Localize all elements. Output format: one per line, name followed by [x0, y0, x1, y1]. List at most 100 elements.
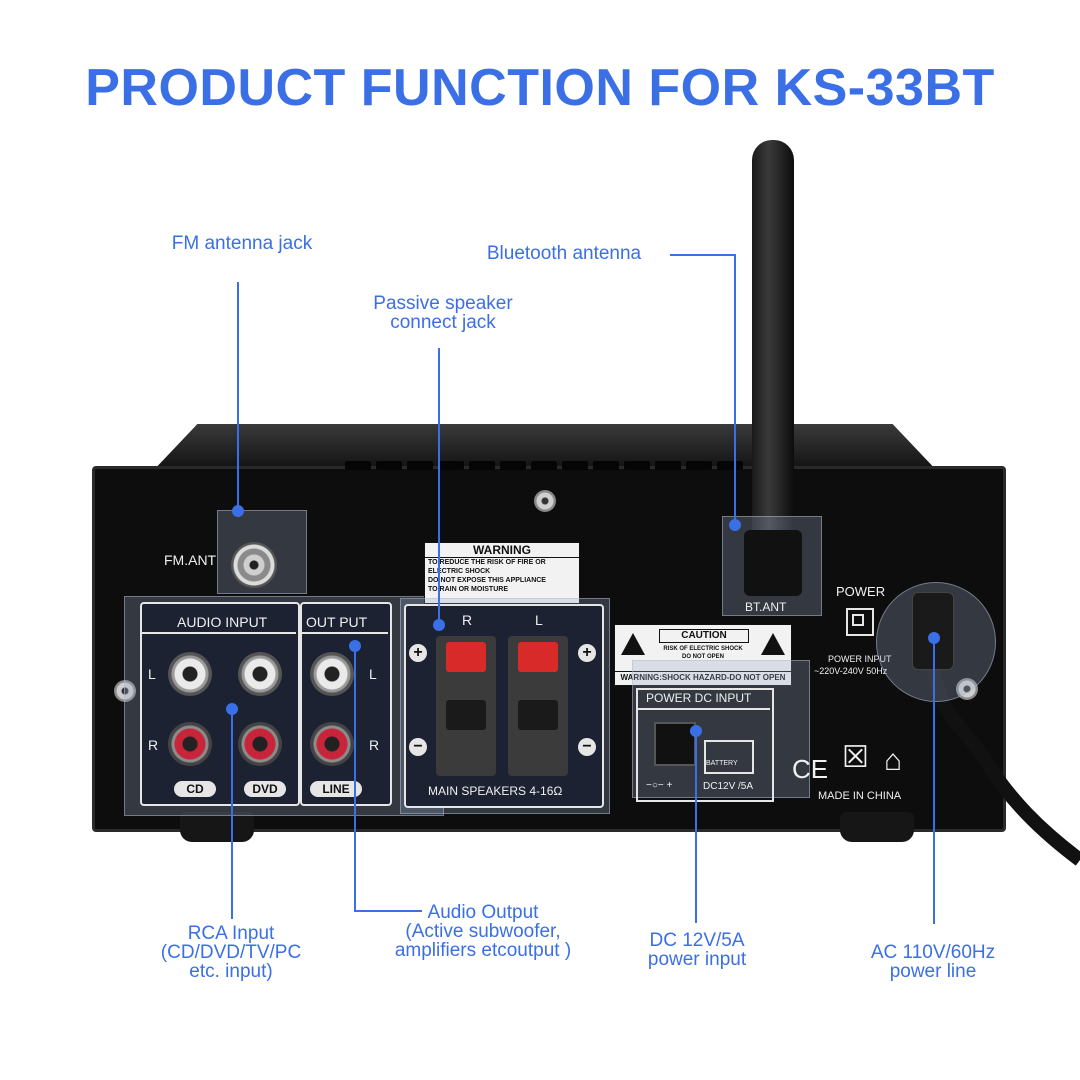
rubber-foot [180, 812, 254, 842]
ce-mark-icon: CE [792, 754, 829, 784]
vent-slot [469, 461, 495, 470]
screw-icon [114, 680, 136, 702]
callout-text: RCA Input [187, 923, 275, 944]
power-input-label: POWER INPUT [828, 654, 892, 664]
bt-ant-label: BT.ANT [745, 600, 787, 614]
page-title: PRODUCT FUNCTION FOR KS-33BT [85, 59, 995, 117]
callout-text: power line [889, 961, 977, 982]
power-label: POWER [836, 584, 886, 599]
vent-slot [376, 461, 402, 470]
callout-line [933, 638, 935, 924]
line-label: LINE [310, 781, 362, 797]
bt-antenna-callout: Bluetooth antenna [464, 244, 664, 263]
vent-slot [500, 461, 526, 470]
battery-label: BATTERY [706, 760, 738, 767]
caution-footer: WARNING:SHOCK HAZARD-DO NOT OPEN [615, 671, 791, 684]
left-channel-label: L [148, 666, 156, 682]
callout-text: Bluetooth antenna [486, 243, 642, 264]
audio-input-label: AUDIO INPUT [177, 614, 268, 630]
caution-title: CAUTION [659, 629, 749, 643]
callout-text: amplifiers etcoutput ) [394, 940, 572, 961]
power-rating-label: ~220V-240V 50Hz [814, 666, 888, 676]
red-clip-left[interactable] [518, 642, 558, 672]
polarity-symbol: −○− + [646, 780, 673, 791]
warning-line: TO RAIN OR MOISTURE [428, 586, 508, 593]
vent-slot [438, 461, 464, 470]
callout-text: connect jack [390, 312, 496, 333]
right-speaker-label: R [462, 612, 473, 628]
rca-jack-dvd-right[interactable] [238, 722, 282, 766]
callout-text: Audio Output [427, 902, 539, 923]
output-panel [300, 602, 392, 806]
caution-line: DO NOT OPEN [681, 654, 724, 660]
output-label: OUT PUT [306, 614, 368, 630]
warning-triangle-icon [621, 633, 645, 655]
black-clip-right[interactable] [446, 700, 486, 730]
dc-input-callout: DC 12V/5A power input [626, 931, 768, 969]
callout-dot [433, 619, 445, 631]
callout-line [354, 910, 422, 912]
callout-text: FM antenna jack [171, 233, 313, 254]
black-clip-left[interactable] [518, 700, 558, 730]
callout-line [438, 348, 440, 622]
power-dc-header [636, 688, 770, 710]
fm-antenna-callout: FM antenna jack [152, 234, 332, 253]
battery-icon [704, 740, 754, 774]
caution-line: RISK OF ELECTRIC SHOCK [663, 646, 743, 652]
rca-jack-out-left[interactable] [310, 652, 354, 696]
callout-text: Passive speaker [373, 293, 513, 314]
rca-jack-cd-right[interactable] [168, 722, 212, 766]
callout-text: etc. input) [189, 961, 273, 982]
left-speaker-label: L [535, 612, 543, 628]
passive-speaker-callout: Passive speaker connect jack [348, 294, 538, 332]
callout-line [734, 254, 736, 526]
dc-jack[interactable] [654, 722, 696, 766]
audio-input-panel [140, 602, 300, 806]
dvd-label: DVD [244, 781, 286, 797]
vent-slot [624, 461, 650, 470]
callout-text: power input [647, 949, 747, 970]
fm-ant-label: FM.ANT [164, 552, 217, 568]
vent-slot [717, 461, 743, 470]
warning-label: WARNING TO REDUCE THE RISK OF FIRE OR EL… [424, 542, 580, 604]
left-channel-label: L [369, 666, 377, 682]
made-in-label: MADE IN CHINA [818, 790, 902, 802]
callout-dot [232, 505, 244, 517]
vent-slot [345, 461, 371, 470]
indoor-use-icon: ⌂ [884, 744, 903, 777]
fm-antenna-jack[interactable] [231, 542, 277, 588]
callout-line [231, 709, 233, 919]
callout-text: (CD/DVD/TV/PC [160, 942, 302, 963]
screw-icon [534, 490, 556, 512]
rca-jack-dvd-left[interactable] [238, 652, 282, 696]
ac-line-callout: AC 110V/60Hz power line [850, 943, 1016, 981]
vent-slot [593, 461, 619, 470]
callout-dot [729, 519, 741, 531]
vent-slot [407, 461, 433, 470]
callout-line [354, 646, 356, 912]
vent-slot [531, 461, 557, 470]
warning-line: TO REDUCE THE RISK OF FIRE OR [428, 559, 546, 566]
bt-antenna-base[interactable] [744, 530, 802, 596]
callout-line [670, 254, 736, 256]
rca-jack-out-right[interactable] [310, 722, 354, 766]
vent-slot [655, 461, 681, 470]
main-speakers-label: MAIN SPEAKERS 4-16Ω [428, 784, 563, 798]
power-dc-panel [636, 688, 774, 802]
double-insulation-icon-inner [852, 614, 864, 626]
callout-text: (Active subwoofer, [405, 921, 561, 942]
caution-label: CAUTION RISK OF ELECTRIC SHOCK DO NOT OP… [614, 624, 792, 686]
vent-slot [686, 461, 712, 470]
plus-icon: + [409, 644, 427, 662]
bluetooth-antenna [752, 140, 794, 540]
warning-title: WARNING [425, 543, 579, 558]
callout-line [237, 282, 239, 508]
cd-label: CD [174, 781, 216, 797]
right-channel-label: R [369, 737, 380, 753]
warning-triangle-icon [761, 633, 785, 655]
red-clip-right[interactable] [446, 642, 486, 672]
rca-jack-cd-left[interactable] [168, 652, 212, 696]
rca-input-callout: RCA Input (CD/DVD/TV/PC etc. input) [136, 924, 326, 981]
double-insulation-icon [846, 608, 874, 636]
callout-text: AC 110V/60Hz [870, 942, 996, 963]
